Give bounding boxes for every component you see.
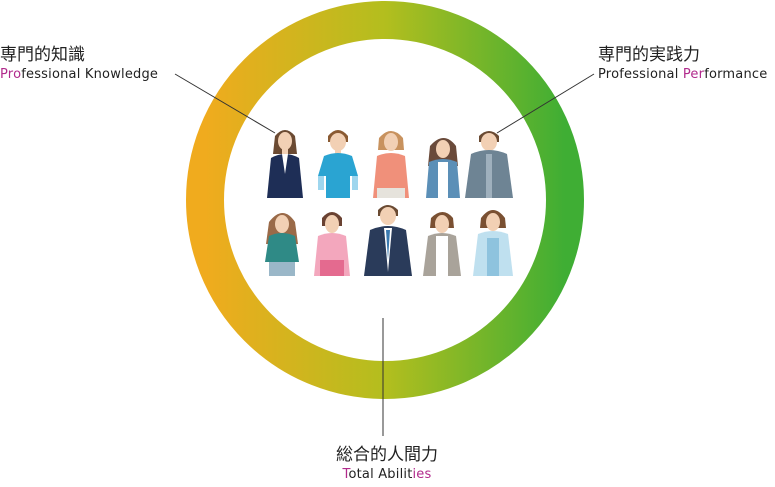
total-abilities-label: 総合的人間力 Total Abilities (322, 444, 452, 484)
woman-navy-suit-icon (267, 130, 303, 198)
woman-pink-dress-icon (314, 212, 350, 276)
man-navy-suit-tie-icon (364, 205, 412, 276)
professional-performance-label: 専門的実践力 Professional Performance (598, 44, 767, 84)
professional-knowledge-label: 専門的知識 Professional Knowledge (0, 44, 158, 84)
man-gray-coat-icon (465, 131, 513, 198)
woman-salmon-top-icon (373, 131, 409, 198)
professional-performance-en: Professional Performance (598, 67, 768, 82)
professional-knowledge-jp: 専門的知識 (0, 45, 85, 65)
total-abilities-en: Total Abilities (342, 467, 432, 482)
woman-gray-cardigan-icon (423, 212, 461, 276)
woman-denim-vest-icon (426, 138, 460, 198)
total-abilities-jp: 総合的人間力 (336, 445, 438, 465)
leader-line-left (174, 73, 276, 134)
man-blue-tshirt-icon (318, 130, 358, 198)
professional-performance-jp: 専門的実践力 (598, 45, 700, 65)
woman-teal-blouse-icon (265, 213, 299, 276)
professional-knowledge-en: Professional Knowledge (0, 67, 159, 82)
leader-line-right (496, 73, 595, 134)
abilities-ring (186, 1, 584, 399)
woman-light-blue-shirt-icon (473, 210, 513, 276)
